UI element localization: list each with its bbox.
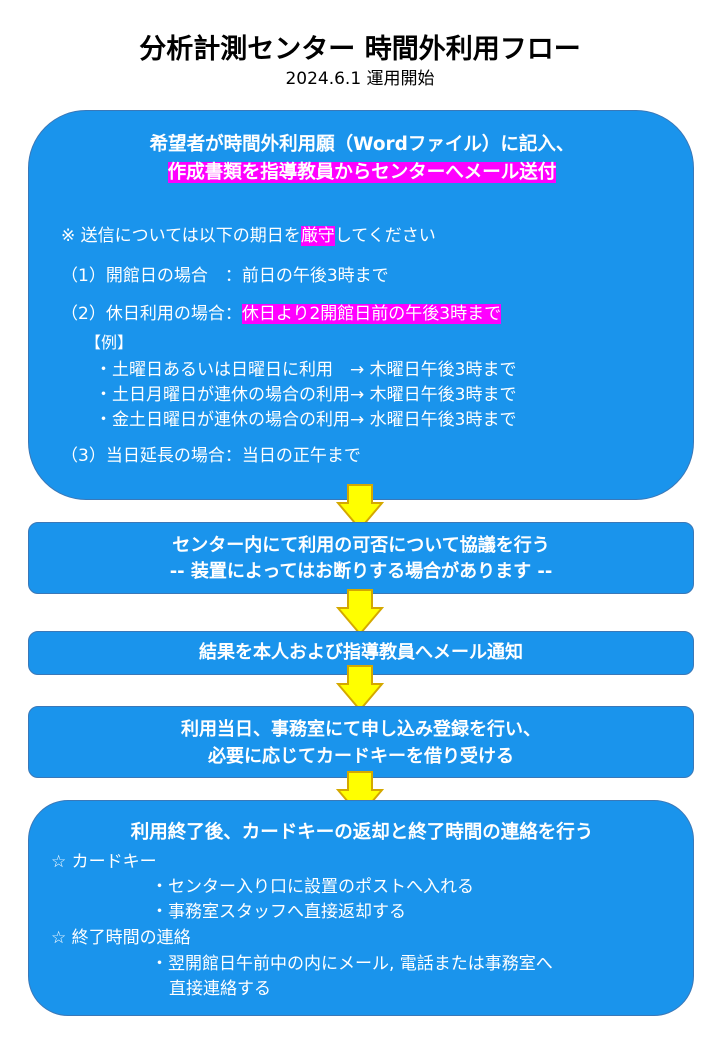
step-review-box: センター内にて利用の可否について協議を行う -- 装置によってはお断りする場合が… [28, 522, 694, 594]
step4-line2: 必要に応じてカードキーを借り受ける [208, 746, 514, 767]
deadline-item-2: （2）休日利用の場合：休日より2開館日前の午後3時まで [61, 303, 502, 325]
deadline-item-1: （1）開館日の場合 ：前日の午後3時まで [61, 266, 389, 286]
example-item-2: ・土日月曜日が連休の場合の利用→ 木曜日午後3時まで [95, 385, 517, 405]
down-arrow-3 [336, 665, 384, 712]
step1-line1: 希望者が時間外利用願（Wordファイル）に記入、 [149, 134, 575, 155]
example-item-3: ・金土日曜日が連休の場合の利用→ 水曜日午後3時まで [95, 410, 517, 430]
step-return-box: 利用終了後、カードキーの返却と終了時間の連絡を行う ☆ カードキー ・センター入… [28, 800, 694, 1016]
deadline-note-suffix: してください [334, 226, 436, 246]
cardkey-item-1: ・センター入り口に設置のポストへ入れる [151, 877, 474, 897]
page-subtitle: 2024.6.1 運用開始 [285, 69, 435, 89]
example-label: 【例】 [85, 333, 134, 352]
step1-line2: 作成書類を指導教員からセンターへメール送付 [29, 161, 695, 185]
deadline-item-3: （3）当日延長の場合：当日の正午まで [61, 446, 361, 466]
step2-line1: センター内にて利用の可否について協議を行う [172, 535, 550, 556]
down-arrow-1 [336, 484, 384, 531]
step1-line2-highlight: 作成書類を指導教員からセンターへメール送付 [167, 162, 557, 183]
step3-line1: 結果を本人および指導教員へメール通知 [199, 642, 523, 663]
page-title: 分析計測センター 時間外利用フロー [139, 34, 581, 65]
example-item-1: ・土曜日あるいは日曜日に利用 → 木曜日午後3時まで [95, 360, 517, 380]
step2-line2: -- 装置によってはお断りする場合があります -- [169, 561, 553, 582]
step5-line1: 利用終了後、カードキーの返却と終了時間の連絡を行う [130, 822, 594, 843]
deadline-note: ※ 送信については以下の期日を厳守してください [61, 225, 436, 247]
deadline-item-2-prefix: （2）休日利用の場合： [61, 304, 242, 324]
down-arrow-2 [336, 589, 384, 636]
step-register-box: 利用当日、事務室にて申し込み登録を行い、 必要に応じてカードキーを借り受ける [28, 706, 694, 778]
cardkey-label: ☆ カードキー [51, 852, 157, 872]
endtime-item-1: ・翌開館日午前中の内にメール, 電話または事務室へ [151, 954, 553, 974]
step4-line1: 利用当日、事務室にて申し込み登録を行い、 [181, 719, 541, 740]
deadline-note-prefix: ※ 送信については以下の期日を [61, 226, 301, 246]
endtime-label: ☆ 終了時間の連絡 [51, 928, 191, 948]
step-application-box: 希望者が時間外利用願（Wordファイル）に記入、 作成書類を指導教員からセンター… [28, 110, 694, 500]
endtime-item-2: 直接連絡する [169, 979, 271, 999]
cardkey-item-2: ・事務室スタッフへ直接返却する [151, 902, 406, 922]
deadline-item-2-highlight: 休日より2開館日前の午後3時まで [241, 304, 502, 324]
deadline-note-highlight: 厳守 [300, 226, 335, 246]
